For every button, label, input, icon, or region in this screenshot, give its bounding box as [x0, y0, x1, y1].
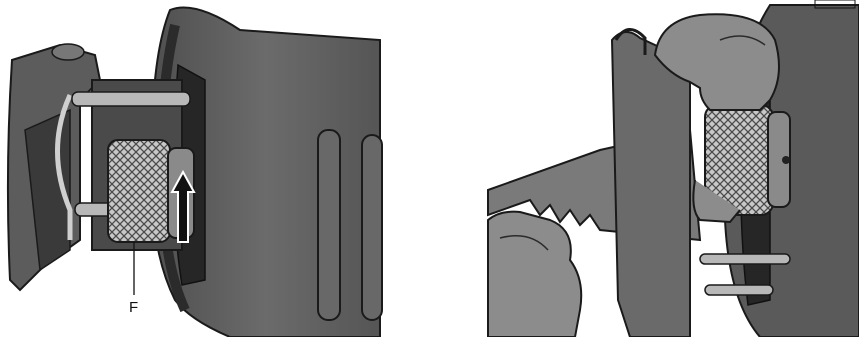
hand-lower: [488, 212, 581, 337]
clamp-screw: [52, 44, 84, 60]
callout-label-f: F: [129, 299, 138, 316]
sleeve-pin: [782, 156, 790, 164]
guide-pin: [705, 285, 773, 295]
clamp-plate: [612, 32, 690, 337]
right-panel-insert-blade: [488, 0, 859, 337]
knurled-sleeve: [108, 140, 170, 242]
grip-ridge: [318, 130, 340, 320]
grip-ridge: [362, 135, 382, 320]
guide-pin: [72, 92, 190, 106]
guide-pin: [700, 254, 790, 264]
left-panel-lock-position: F: [8, 8, 382, 337]
